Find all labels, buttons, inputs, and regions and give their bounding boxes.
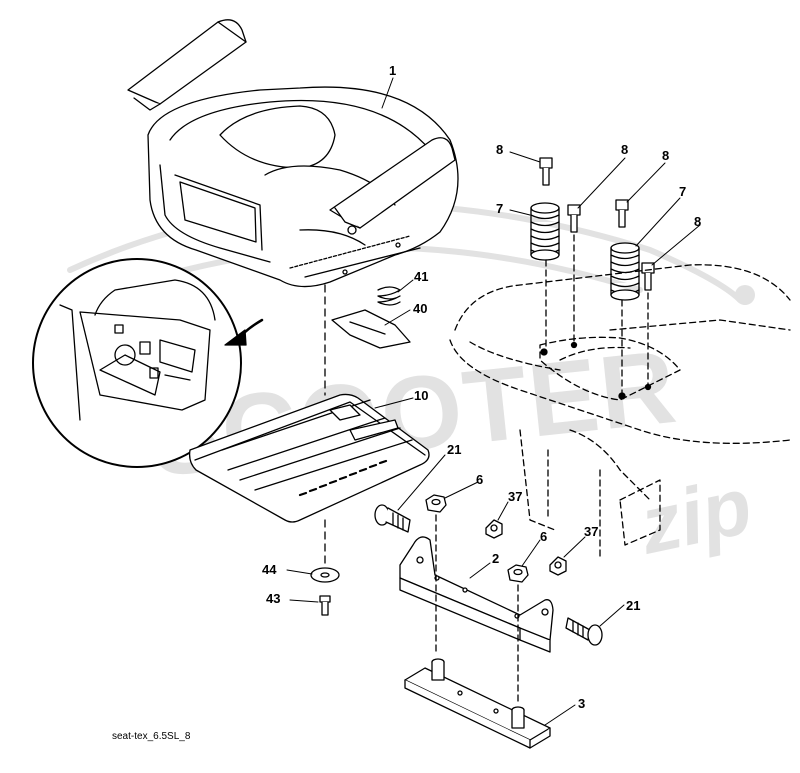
detail-circle — [32, 258, 242, 468]
callout-spring-7b: 7 — [679, 184, 687, 199]
callout-washer: 44 — [262, 562, 277, 577]
leader-lines — [286, 77, 701, 726]
bolt-21-right — [565, 617, 603, 646]
callout-screw-8a: 8 — [496, 142, 504, 157]
nuts — [425, 494, 567, 583]
callout-nut-6a: 6 — [476, 472, 484, 487]
callout-bracket-rear: 3 — [578, 696, 586, 711]
callout-seat: 1 — [389, 63, 397, 78]
bolt-43 — [319, 595, 331, 616]
seat — [127, 19, 459, 288]
callout-screw-8d: 8 — [694, 214, 702, 229]
callout-bolt-21a: 21 — [447, 442, 462, 457]
callout-clip: 40 — [413, 301, 428, 316]
bracket-rear — [404, 658, 551, 749]
callout-bolt-21b: 21 — [626, 598, 641, 613]
callout-nut-37b: 37 — [584, 524, 599, 539]
callout-screw-8b: 8 — [621, 142, 629, 157]
callout-seat-pan: 10 — [414, 388, 429, 403]
callout-bracket-front: 2 — [492, 551, 500, 566]
callout-spring-small: 41 — [414, 269, 429, 284]
spring-right — [610, 242, 640, 301]
seat-pan — [188, 393, 430, 523]
callout-nut-37a: 37 — [508, 489, 523, 504]
bracket-front — [399, 536, 554, 653]
drawing-id-caption: seat-tex_6.5SL_8 — [112, 731, 191, 742]
clip — [331, 309, 411, 349]
spring-left — [530, 202, 560, 261]
callout-nut-6b: 6 — [540, 529, 548, 544]
bolt-21-left — [374, 504, 411, 533]
fender — [449, 264, 791, 561]
callout-screw-8c: 8 — [662, 148, 670, 163]
callout-spring-7a: 7 — [496, 201, 504, 216]
washer — [310, 567, 340, 583]
callout-bolt-43: 43 — [266, 591, 281, 606]
small-spring — [377, 286, 401, 306]
